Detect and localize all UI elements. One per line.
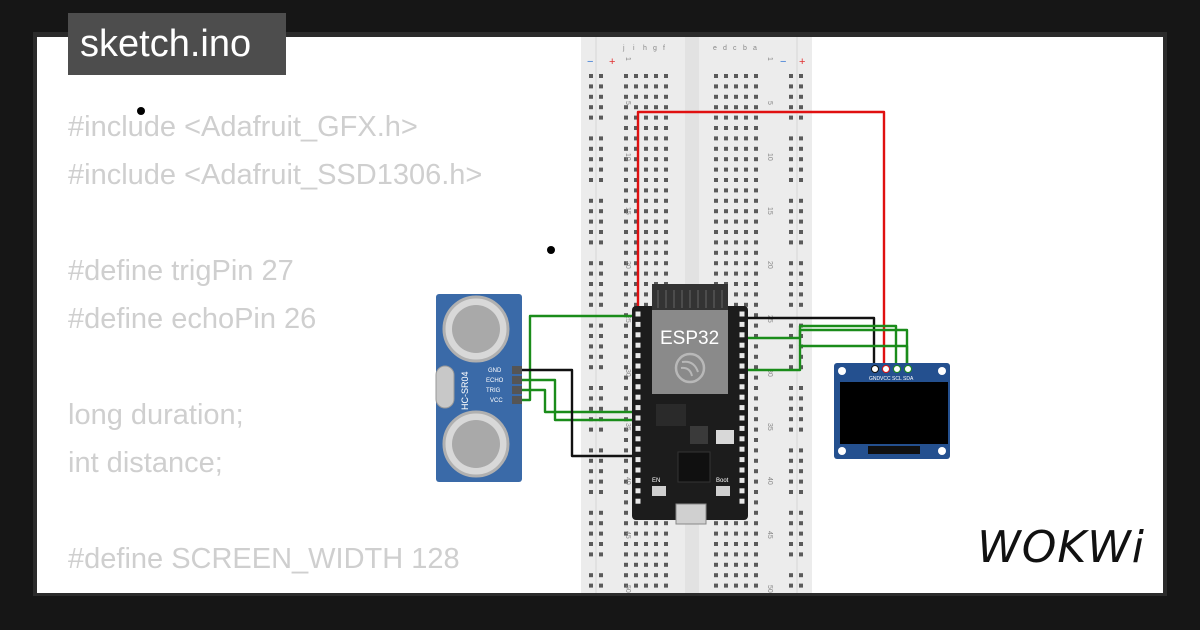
breadboard-row-number: 35: [624, 423, 631, 431]
breadboard-row-number: 35: [766, 423, 773, 431]
breadboard-row-number: 5: [624, 101, 631, 105]
breadboard-column-letter: a: [753, 45, 757, 52]
breadboard-row-number: 1: [766, 57, 773, 61]
sensor-pin-vcc: VCC: [490, 398, 503, 404]
breadboard-row-number: 10: [766, 153, 773, 161]
code-line: [68, 487, 588, 535]
oled-pin-sda: SDA: [903, 376, 914, 382]
code-line: #define SCREEN_HEIGHT 64: [68, 583, 588, 593]
rail-minus-left: −: [587, 56, 593, 68]
breadboard-column-letter: g: [653, 45, 657, 52]
breadboard-column-letter: f: [663, 45, 665, 52]
breadboard-row-number: 50: [766, 585, 773, 593]
breadboard-row-number: 50: [624, 585, 631, 593]
code-line: [68, 343, 588, 391]
sensor-pin-trig: TRIG: [486, 388, 501, 394]
sensor-pin-gnd: GND: [488, 368, 502, 374]
breadboard-row-number: 30: [766, 369, 773, 377]
breadboard-row-number: 1: [624, 57, 631, 61]
breadboard-row-number: 45: [766, 531, 773, 539]
breadboard-row-number: 5: [766, 101, 773, 105]
file-tab[interactable]: sketch.ino: [68, 13, 286, 75]
wire-green-trig[interactable]: [520, 388, 638, 414]
breadboard-row-number: 45: [624, 531, 631, 539]
breadboard-row-number: 20: [766, 261, 773, 269]
oled-pin-scl: SCL: [892, 376, 902, 382]
wire-green-vcc-sensor[interactable]: [520, 314, 638, 402]
sensor-pin-echo: ECHO: [486, 378, 504, 384]
hc-sr04-label: HC-SR04: [460, 371, 470, 410]
oled-pin-vcc: VCC: [880, 376, 891, 382]
code-line: long duration;: [68, 399, 244, 431]
breadboard-column-letter: c: [733, 45, 737, 52]
breadboard-column-letter: i: [633, 45, 635, 52]
rail-minus-right: −: [780, 56, 786, 68]
cursor-dot: [137, 107, 145, 115]
code-editor-preview: #include <Adafruit_GFX.h> #include <Adafr…: [68, 103, 588, 593]
wokwi-logo: WOKWi: [977, 522, 1145, 573]
wire-green-scl[interactable]: [745, 324, 898, 368]
oled-pin-gnd: GND: [869, 376, 881, 382]
breadboard-row-number: 15: [624, 207, 631, 215]
breadboard-column-letter: e: [713, 45, 717, 52]
breadboard-row-number: 20: [624, 261, 631, 269]
espressif-logo-icon: [674, 352, 706, 384]
esp32-label: ESP32: [660, 328, 719, 349]
breadboard-row-number: 25: [624, 315, 631, 323]
esp32-boot-label: Boot: [716, 478, 729, 484]
wire-black-oled-gnd[interactable]: [745, 316, 876, 368]
code-line: #define trigPin 27: [68, 255, 294, 287]
breadboard-row-number: 10: [624, 153, 631, 161]
breadboard-row-number: 30: [624, 369, 631, 377]
code-line: #define echoPin 26: [68, 303, 317, 335]
breadboard-row-number: 40: [766, 477, 773, 485]
code-line: #define SCREEN_WIDTH 128: [68, 543, 460, 575]
breadboard-row-number: 40: [624, 477, 631, 485]
rail-plus-right: +: [799, 56, 805, 68]
wires: [520, 110, 909, 458]
breadboard-column-letter: h: [643, 45, 647, 52]
cursor-dot-2: [547, 246, 555, 254]
code-line: int distance;: [68, 447, 223, 479]
rail-plus-left: +: [609, 56, 615, 68]
wire-red-oled-vcc[interactable]: [636, 110, 886, 368]
wire-green-echo[interactable]: [520, 378, 638, 422]
hc-sr04-sensor[interactable]: HC-SR04 GND ECHO TRIG VCC: [435, 294, 522, 482]
esp32-board[interactable]: ESP32 EN Boot: [632, 284, 748, 525]
breadboard-column-letter: b: [743, 45, 747, 52]
code-line: #include <Adafruit_GFX.h>: [68, 111, 418, 143]
wire-green-sda-2[interactable]: [798, 328, 909, 368]
wire-black-gnd-sensor[interactable]: [520, 368, 638, 458]
breadboard-row-number: 15: [766, 207, 773, 215]
usb-port: [675, 503, 707, 525]
breadboard-column-letter: j: [622, 45, 625, 52]
code-line: [68, 199, 588, 247]
code-line: #include <Adafruit_SSD1306.h>: [68, 159, 483, 191]
esp32-en-label: EN: [652, 478, 660, 484]
breadboard-column-letter: d: [723, 45, 727, 52]
oled-display[interactable]: GND VCC SCL SDA: [834, 363, 950, 459]
